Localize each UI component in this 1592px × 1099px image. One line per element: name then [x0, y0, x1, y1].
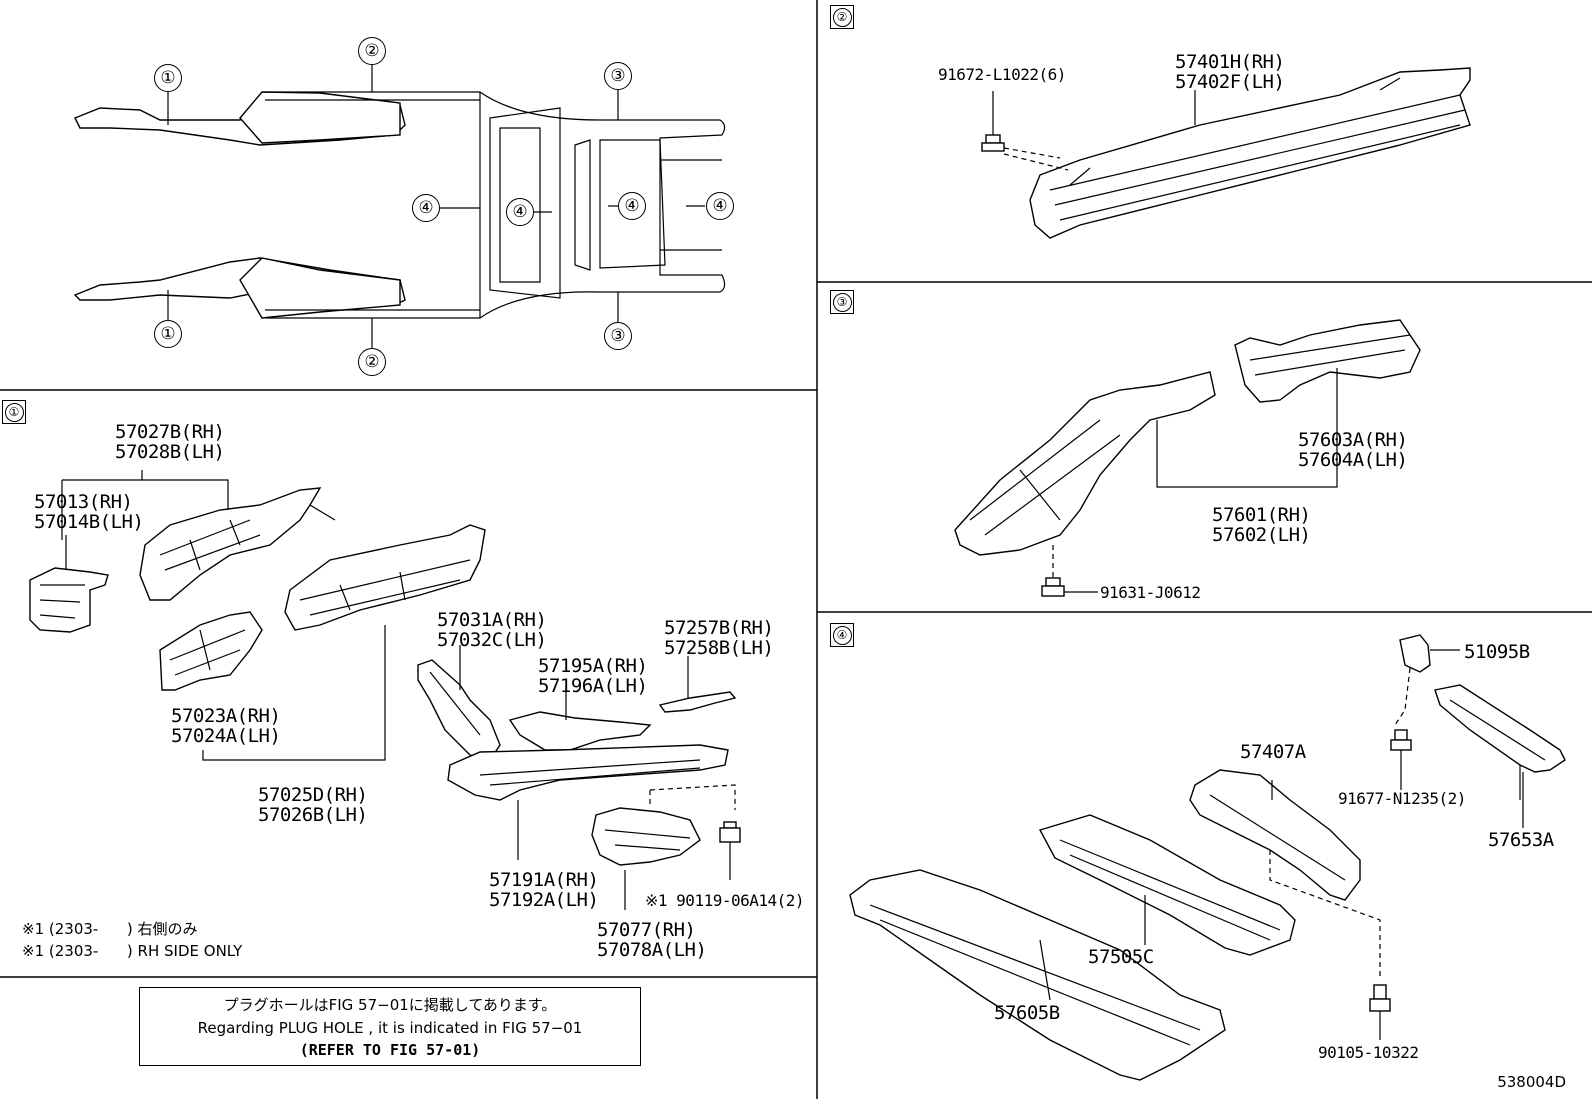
- section-4-parts: [849, 634, 1566, 1081]
- part-label-57191[interactable]: 57191A(RH) 57192A(LH): [489, 869, 599, 911]
- reference-line-refer[interactable]: (REFER TO FIG 57-01): [299, 1041, 481, 1059]
- part-label-57013[interactable]: 57013(RH) 57014B(LH): [34, 491, 144, 533]
- part-label-51095[interactable]: 51095B: [1464, 641, 1530, 663]
- part-label-57025[interactable]: 57025D(RH) 57026B(LH): [258, 784, 368, 826]
- callout-4-a: ④: [412, 194, 440, 222]
- part-label-57031[interactable]: 57031A(RH) 57032C(LH): [437, 609, 547, 651]
- overview-layout: [73, 64, 726, 348]
- note-en: ※1 (2303- ) RH SIDE ONLY: [22, 942, 243, 960]
- callout-3-bottom: ③: [604, 322, 632, 350]
- section-2-tag: ②: [830, 5, 854, 29]
- callout-4-b: ④: [506, 198, 534, 226]
- part-label-57023[interactable]: 57023A(RH) 57024A(LH): [171, 705, 281, 747]
- section-3-parts: [954, 319, 1421, 597]
- callout-4-c: ④: [618, 192, 646, 220]
- callout-3-top: ③: [604, 62, 632, 90]
- callout-4-d: ④: [706, 192, 734, 220]
- part-label-90105[interactable]: 90105-10322: [1318, 1043, 1419, 1062]
- section-1-tag: ①: [2, 400, 26, 424]
- part-label-57407[interactable]: 57407A: [1240, 741, 1306, 763]
- callout-1-top: ①: [154, 64, 182, 92]
- part-label-57195[interactable]: 57195A(RH) 57196A(LH): [538, 655, 648, 697]
- part-label-57653[interactable]: 57653A: [1488, 829, 1554, 851]
- part-label-57077[interactable]: 57077(RH) 57078A(LH): [597, 919, 707, 961]
- part-label-90119[interactable]: ※1 90119-06A14(2): [645, 891, 805, 910]
- callout-2-top: ②: [358, 37, 386, 65]
- section-2-parts: [981, 67, 1471, 239]
- reference-line-jp: プラグホールはFIG 57−01に掲載してあります。: [223, 996, 557, 1014]
- section-4-tag: ④: [830, 623, 854, 647]
- part-label-57603[interactable]: 57603A(RH) 57604A(LH): [1298, 429, 1408, 471]
- part-label-57601[interactable]: 57601(RH) 57602(LH): [1212, 504, 1311, 546]
- part-label-91631[interactable]: 91631-J0612: [1100, 583, 1201, 602]
- section-3-tag: ③: [830, 290, 854, 314]
- reference-line-en: Regarding PLUG HOLE , it is indicated in…: [197, 1019, 583, 1037]
- reference-box: プラグホールはFIG 57−01に掲載してあります。 Regarding PLU…: [139, 987, 641, 1066]
- part-label-57401[interactable]: 57401H(RH) 57402F(LH): [1175, 51, 1285, 93]
- part-label-91672[interactable]: 91672-L1022(6): [938, 65, 1066, 84]
- part-label-57505[interactable]: 57505C: [1088, 946, 1154, 968]
- note-jp: ※1 (2303- ) 右側のみ: [22, 920, 198, 938]
- part-label-57257[interactable]: 57257B(RH) 57258B(LH): [664, 617, 774, 659]
- part-label-57027[interactable]: 57027B(RH) 57028B(LH): [115, 421, 225, 463]
- callout-1-bottom: ①: [154, 320, 182, 348]
- part-label-57605[interactable]: 57605B: [994, 1002, 1060, 1024]
- callout-2-bottom: ②: [358, 348, 386, 376]
- figure-code: 538004D: [1497, 1073, 1566, 1091]
- section-1-parts: [29, 470, 741, 910]
- part-label-91677[interactable]: 91677-N1235(2): [1338, 789, 1466, 808]
